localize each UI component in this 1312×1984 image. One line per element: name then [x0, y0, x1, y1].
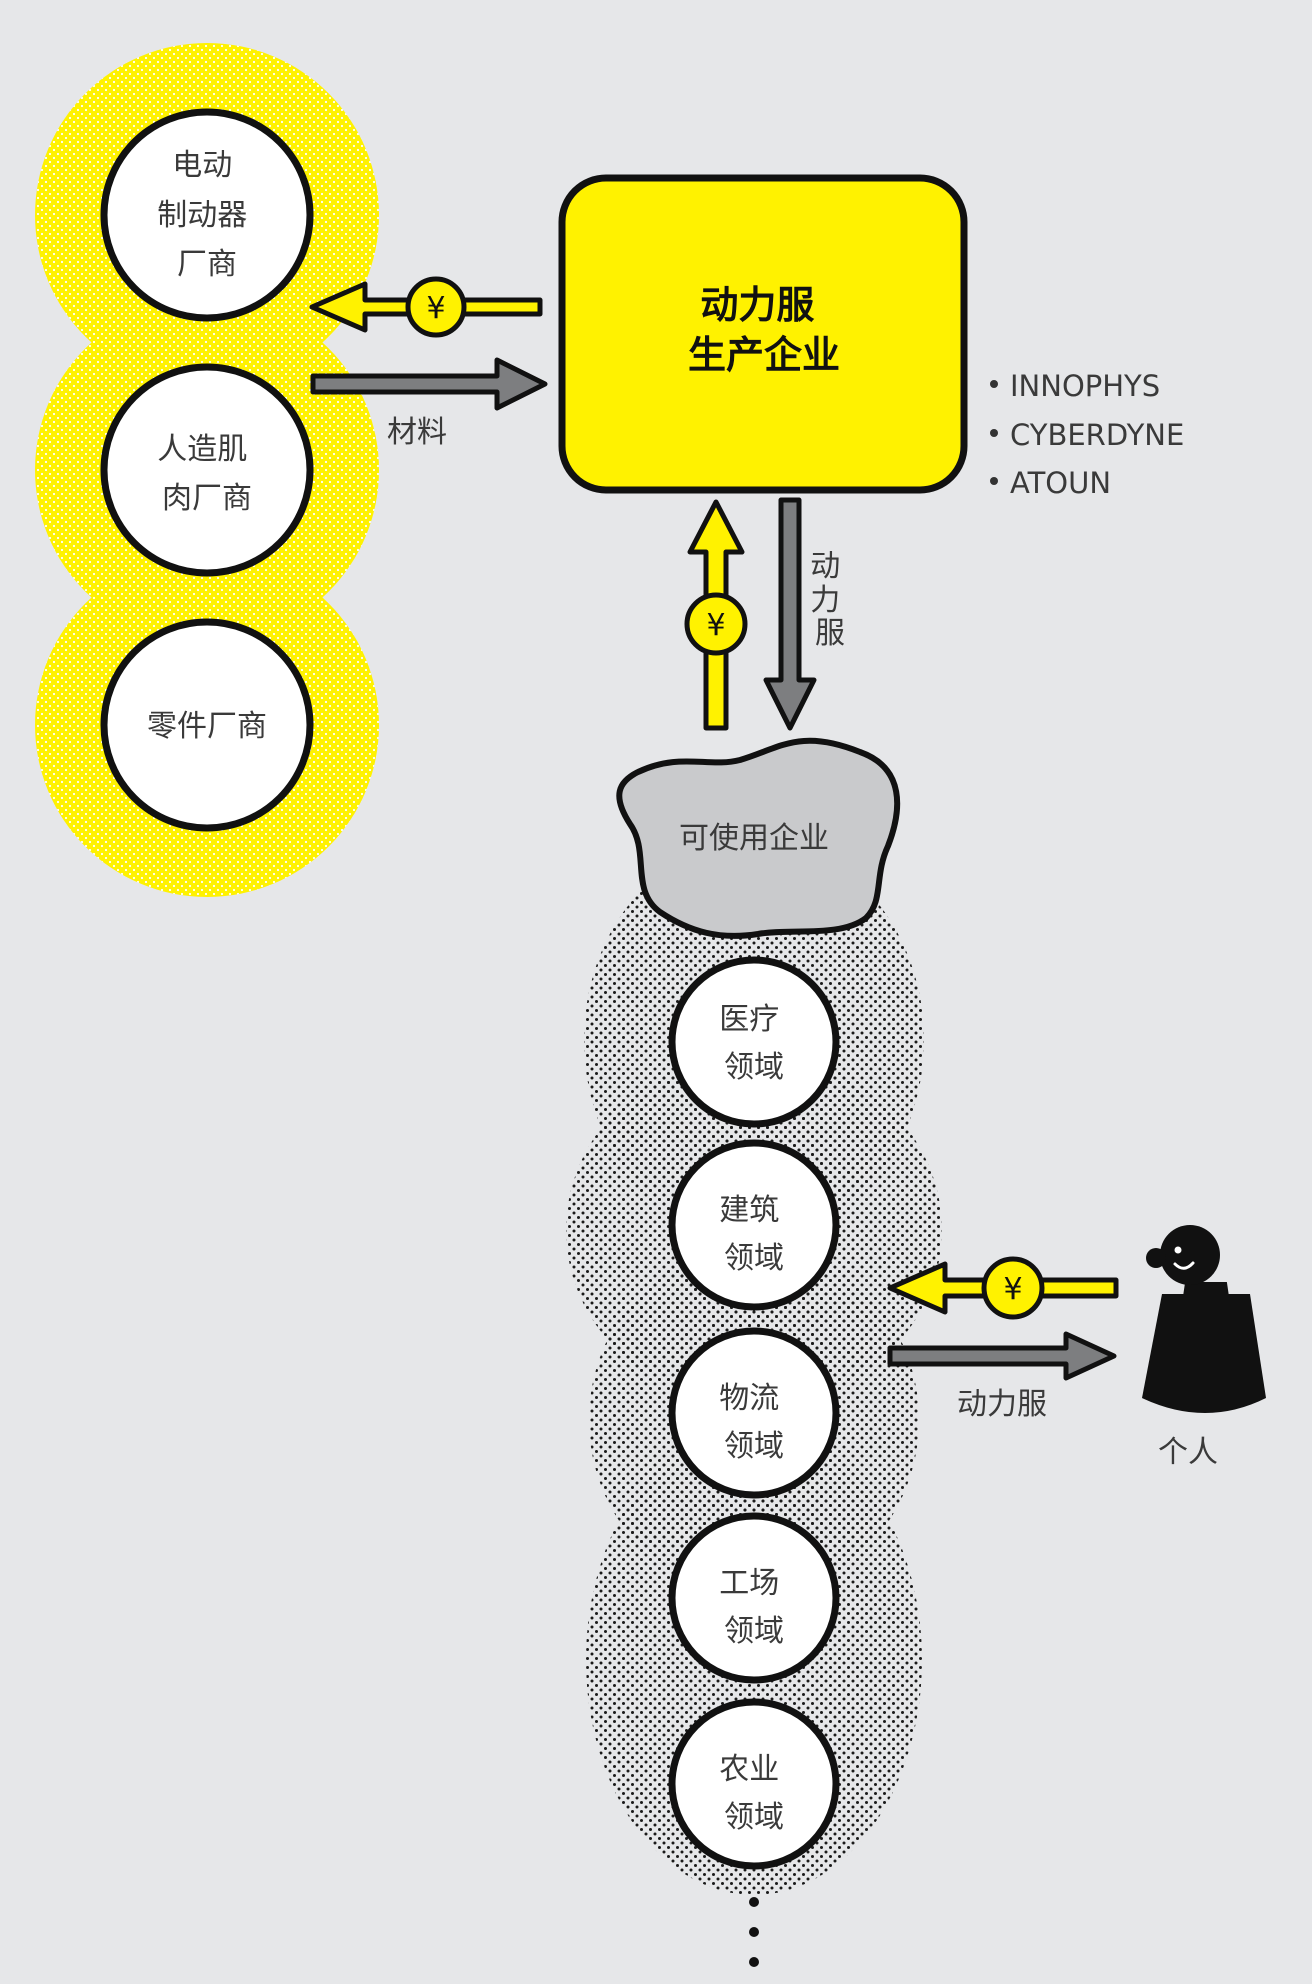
supplier-artificial-muscle-node: 人造肌 肉厂商: [100, 363, 314, 577]
continuation-dots: [749, 1897, 759, 1967]
svg-text:医疗 领域: 医疗 领域: [719, 1002, 789, 1085]
svg-text:零件厂商: 零件厂商: [147, 709, 267, 744]
svg-text:¥: ¥: [706, 608, 725, 643]
svg-text:¥: ¥: [426, 291, 445, 326]
svg-text:¥: ¥: [1003, 1272, 1022, 1307]
user-company-node: 可使用企业: [616, 737, 901, 939]
manufacturer-company-list: INNOPHYS CYBERDYNE ATOUN: [990, 369, 1184, 500]
materials-arrow-to-manufacturer: 材料: [310, 357, 548, 450]
payment-arrow-from-individual: ¥: [887, 1256, 1119, 1320]
supplier-electric-actuator-node: 电动 制动器 厂商: [100, 108, 314, 322]
payment-arrow-to-manufacturer: ¥: [684, 499, 748, 731]
field-logistics-node: 物流 领域: [668, 1327, 840, 1499]
supplier-parts-node: 零件厂商: [100, 618, 314, 832]
individual-label: 个人: [1158, 1435, 1218, 1470]
field-construction-node: 建筑 领域: [668, 1139, 840, 1311]
svg-text:物流 领域: 物流 领域: [719, 1381, 789, 1464]
individual-person-icon: [1142, 1225, 1266, 1413]
field-medical-node: 医疗 领域: [668, 956, 840, 1128]
manufacturer-node: 动力服 生产企业: [558, 174, 968, 494]
product-arrow-to-user-company: 动 力 服: [763, 497, 850, 731]
svg-text:CYBERDYNE: CYBERDYNE: [1010, 418, 1184, 452]
svg-text:农业 领域: 农业 领域: [719, 1752, 789, 1835]
field-agriculture-node: 农业 领域: [668, 1698, 840, 1870]
svg-text:动力服 生产企业: 动力服 生产企业: [688, 283, 840, 377]
svg-text:INNOPHYS: INNOPHYS: [1010, 369, 1160, 403]
field-factory-node: 工场 领域: [668, 1512, 840, 1684]
svg-text:动力服: 动力服: [957, 1387, 1047, 1422]
payment-arrow-to-suppliers: ¥: [309, 276, 543, 338]
svg-text:可使用企业: 可使用企业: [679, 821, 829, 856]
svg-text:材料: 材料: [387, 415, 447, 450]
svg-text:建筑 领域: 建筑 领域: [719, 1193, 789, 1276]
svg-text:人造肌 肉厂商: 人造肌 肉厂商: [157, 432, 257, 516]
svg-text:电动 制动器 厂商: 电动 制动器 厂商: [157, 148, 257, 282]
svg-text:动 力 服: 动 力 服: [810, 549, 850, 651]
svg-text:ATOUN: ATOUN: [1010, 466, 1111, 500]
svg-text:工场 领域: 工场 领域: [719, 1566, 789, 1649]
product-arrow-to-individual: 动力服: [887, 1331, 1117, 1422]
